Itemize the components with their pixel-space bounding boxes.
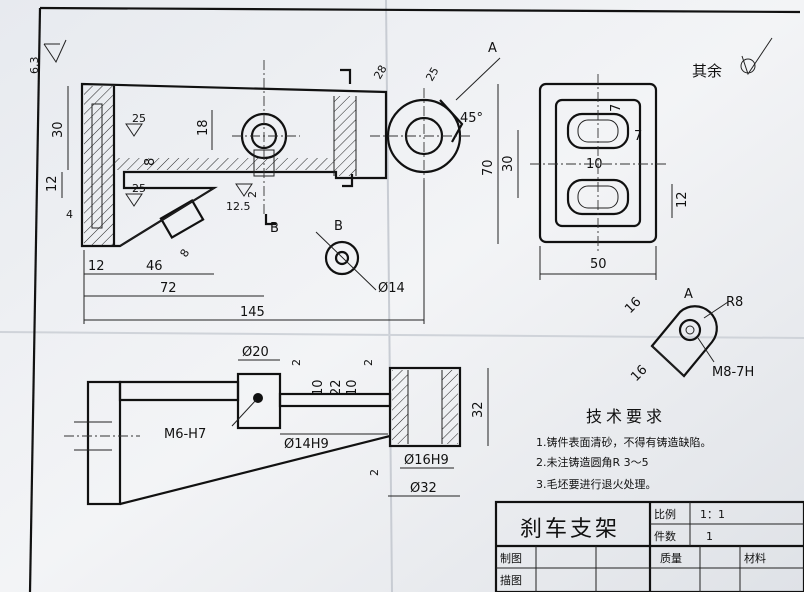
side-view: 70 30 10 7 7 12 50 <box>481 74 690 280</box>
technical-requirements: 技术要求 1.铸件表面清砂，不得有铸造缺陷。 2.未注铸造圆角R 3～5 3.毛… <box>536 407 712 491</box>
dim-7b: 7 <box>634 129 642 144</box>
qty-label: 件数 <box>654 530 676 543</box>
roughness-value: 6.3 <box>28 57 41 75</box>
dim-horizontal-72: 72 <box>160 281 177 296</box>
dim-horizontal-46: 46 <box>146 259 163 274</box>
tech-req-title: 技术要求 <box>586 407 666 426</box>
fold-crease <box>0 331 804 339</box>
dim-r25: 25 <box>423 65 441 84</box>
dim-phi20: Ø20 <box>242 345 269 360</box>
main-view: 25 25 12.5 30 18 12 4 8 2 8 12 46 72 145… <box>45 41 501 324</box>
dim-r8: R8 <box>726 295 743 310</box>
dim-30: 30 <box>51 121 66 138</box>
tech-req-item: 1.铸件表面清砂，不得有铸造缺陷。 <box>536 435 712 449</box>
part-name: 刹车支架 <box>520 517 620 542</box>
view-label-b: B <box>270 221 279 236</box>
dim-10b: 10 <box>345 379 360 396</box>
draw-label: 制图 <box>500 552 522 565</box>
tech-req-item: 3.毛坯要进行退火处理。 <box>536 478 657 491</box>
remaining-roughness: 其余 <box>692 37 773 80</box>
dim-12: 12 <box>45 175 60 192</box>
dim-7a: 7 <box>609 104 624 112</box>
drawing-frame <box>39 6 801 14</box>
svg-text:其余: 其余 <box>692 62 722 80</box>
scale-value: 1：1 <box>700 508 725 521</box>
dim-phi14: Ø14 <box>378 281 405 296</box>
tech-req-item: 2.未注铸造圆角R 3～5 <box>536 455 649 469</box>
thread-m6: M6-H7 <box>164 427 206 442</box>
dim-2c: 2 <box>368 469 381 476</box>
dim-45-deg: 45° <box>460 111 483 126</box>
dim-32: 32 <box>471 401 486 418</box>
dim-12-side: 12 <box>675 191 690 208</box>
dim-10: 10 <box>586 157 603 172</box>
dim-phi32: Ø32 <box>410 481 437 496</box>
dim-30: 30 <box>501 155 516 172</box>
check-label: 描图 <box>500 573 522 587</box>
roughness-mark: 12.5 <box>226 183 253 213</box>
dim-22: 22 <box>329 379 344 396</box>
dim-phi16h9: Ø16H9 <box>404 453 449 468</box>
scale-label: 比例 <box>654 507 676 521</box>
section-b: B Ø14 <box>315 219 405 296</box>
svg-text:25: 25 <box>132 182 146 195</box>
boss-section <box>334 96 356 176</box>
roughness-mark: 25 <box>125 182 146 207</box>
material-label: 材料 <box>744 551 766 565</box>
title-block: 刹车支架 比例 1：1 件数 1 制图 描图 质量 材料 <box>494 500 804 592</box>
dim-18: 18 <box>196 119 211 136</box>
thread-m8: M8-7H <box>712 365 754 380</box>
view-label-a: A <box>488 41 497 56</box>
svg-text:25: 25 <box>132 112 146 125</box>
dim-28: 28 <box>371 63 389 82</box>
dim-2a: 2 <box>290 359 303 366</box>
dim-8: 8 <box>143 158 158 166</box>
svg-text:12.5: 12.5 <box>226 200 251 213</box>
bottom-view: Ø20 2 2 10 22 10 32 2 M6-H7 Ø14H9 Ø16H9 … <box>64 345 489 506</box>
dim-horizontal-145: 145 <box>240 305 265 320</box>
qty-value: 1 <box>706 530 713 543</box>
dim-70: 70 <box>481 159 496 176</box>
dim-2: 2 <box>246 191 259 198</box>
dim-4: 4 <box>66 208 73 221</box>
drawing-frame <box>28 7 42 592</box>
mass-label: 质量 <box>660 552 682 565</box>
roughness-symbol-top-left: 6.3 <box>28 39 67 75</box>
left-flange-section <box>84 86 114 246</box>
rib-section <box>114 158 334 170</box>
dim-10a: 10 <box>311 379 326 396</box>
dim-horizontal-12: 12 <box>88 259 105 274</box>
svg-text:B: B <box>334 219 343 234</box>
dim-phi14h9: Ø14H9 <box>284 437 329 452</box>
svg-text:A: A <box>684 287 693 302</box>
dim-50: 50 <box>590 257 607 272</box>
dim-2b: 2 <box>362 359 375 366</box>
roughness-mark: 25 <box>125 112 146 137</box>
